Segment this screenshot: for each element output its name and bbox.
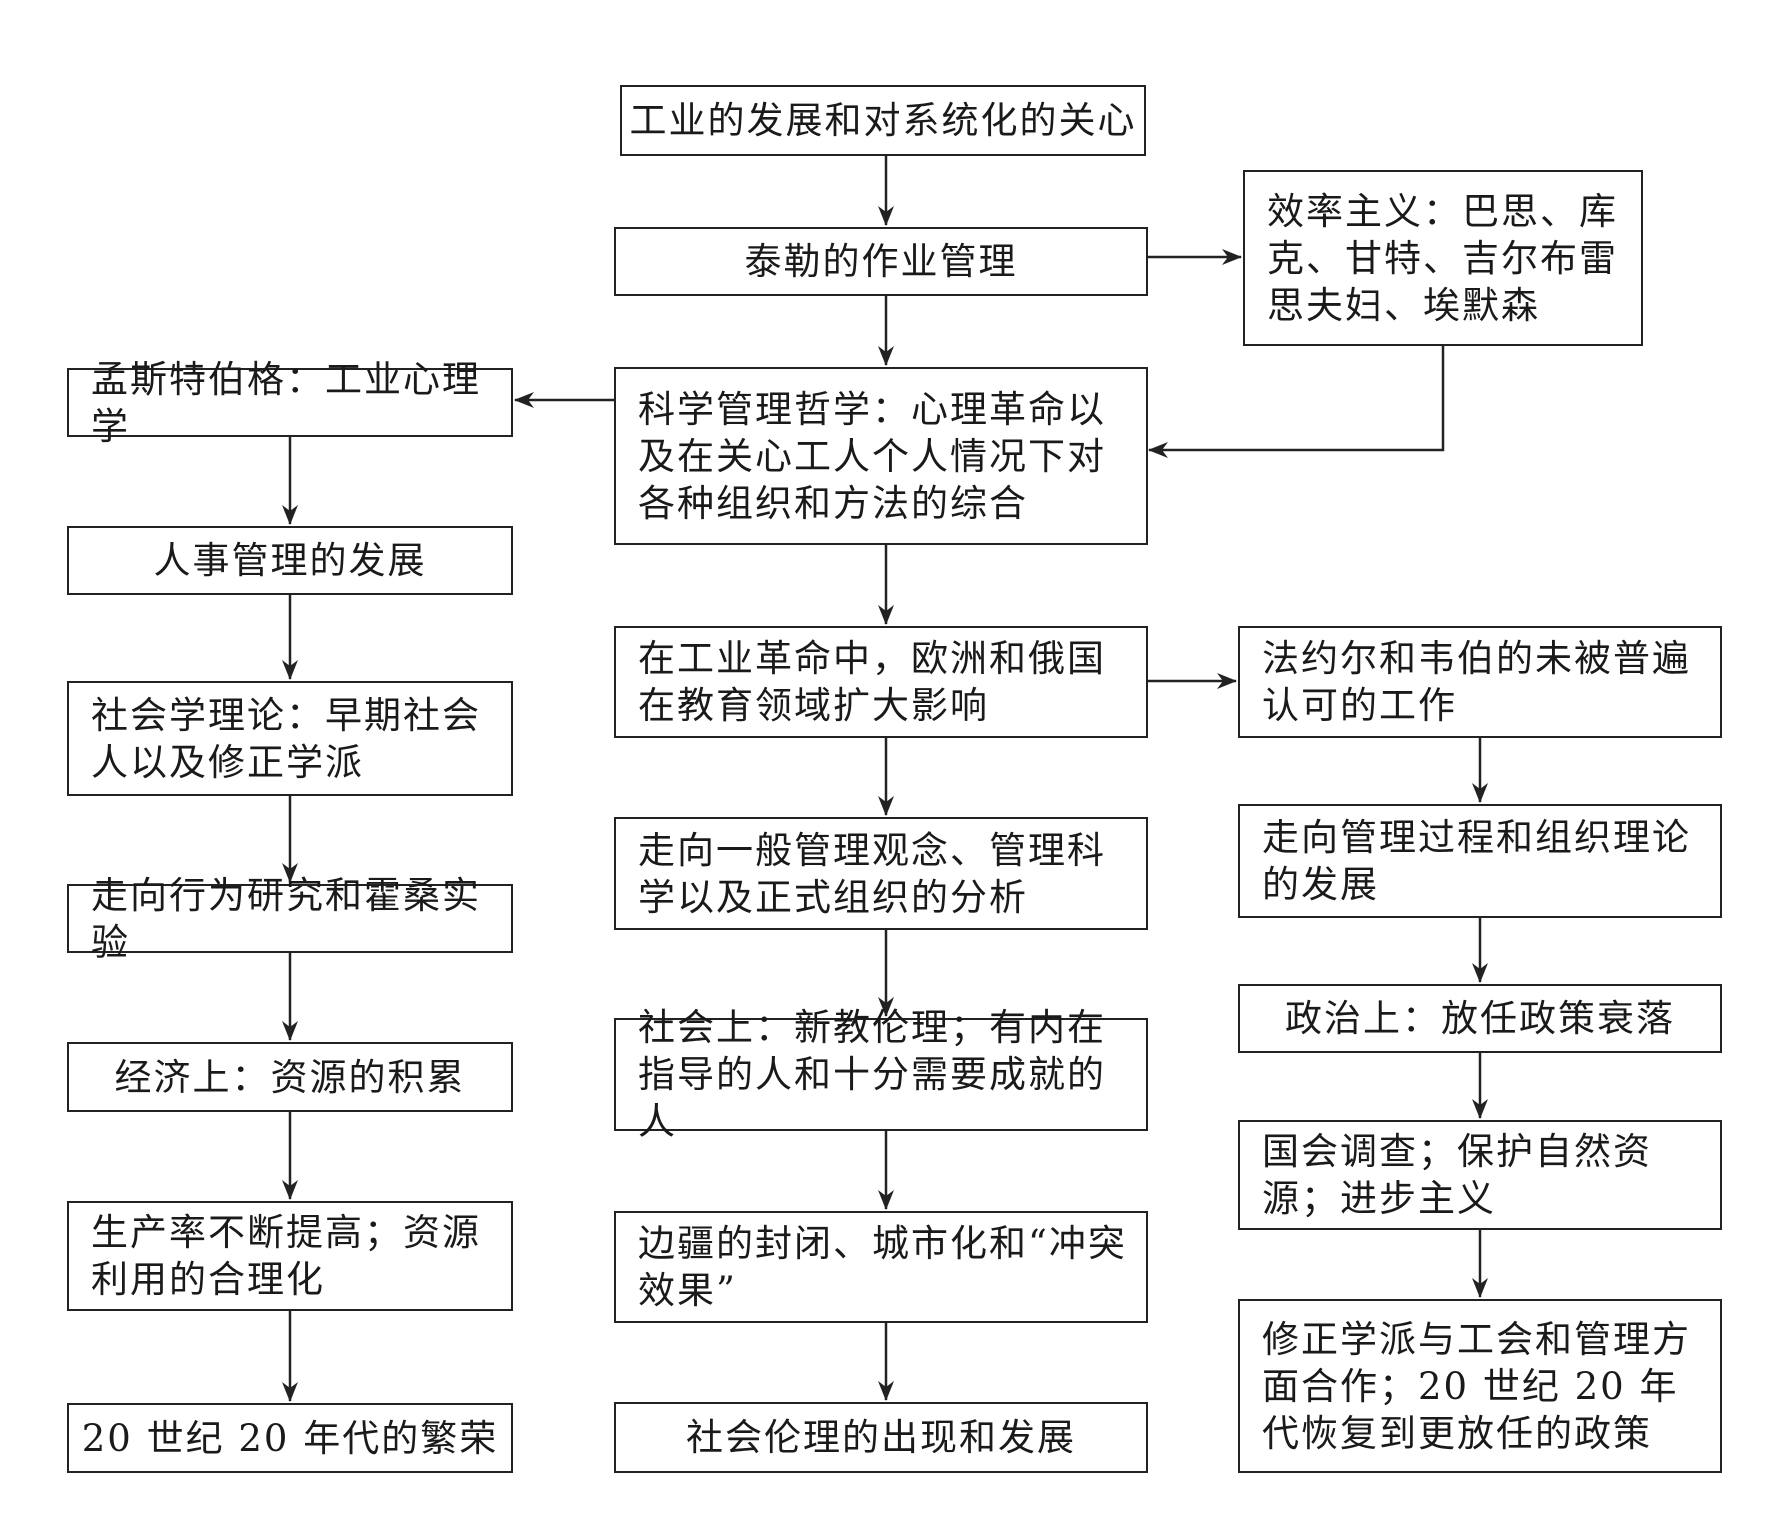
node-sociology-theory: 社会学理论：早期社会人以及修正学派 xyxy=(67,681,513,796)
node-behavior-hawthorne: 走向行为研究和霍桑实验 xyxy=(67,874,513,964)
node-text: 走向行为研究和霍桑实验 xyxy=(91,873,481,964)
node-social-ethics: 社会伦理的出现和发展 xyxy=(614,1402,1148,1473)
node-text: 经济上：资源的积累 xyxy=(114,1055,466,1099)
node-fayol-weber: 法约尔和韦伯的未被普遍认可的工作 xyxy=(1238,626,1722,738)
node-text: 效率主义：巴思、库克、甘特、吉尔布雷思夫妇、埃默森 xyxy=(1267,189,1618,327)
node-management-process: 走向管理过程和组织理论的发展 xyxy=(1238,804,1722,918)
node-economy-resources: 经济上：资源的积累 xyxy=(67,1042,513,1112)
node-frontier-urbanization: 边疆的封闭、城市化和“冲突效果” xyxy=(614,1211,1148,1323)
node-personnel-management: 人事管理的发展 xyxy=(67,526,513,595)
node-text: 走向管理过程和组织理论的发展 xyxy=(1262,816,1691,906)
node-text: 工业的发展和对系统化的关心 xyxy=(629,99,1137,142)
node-text: 社会学理论：早期社会人以及修正学派 xyxy=(91,693,481,784)
node-munsterberg: 孟斯特伯格：工业心理学 xyxy=(67,358,513,448)
node-text: 国会调查；保护自然资源；进步主义 xyxy=(1262,1130,1652,1220)
node-text: 边疆的封闭、城市化和“冲突效果” xyxy=(638,1222,1127,1312)
node-taylor-management: 泰勒的作业管理 xyxy=(614,227,1148,296)
node-politics-laissez-faire: 政治上：放任政策衰落 xyxy=(1238,984,1722,1053)
node-text: 修正学派与工会和管理方面合作；20 世纪 20 年代恢复到更放任的政策 xyxy=(1262,1317,1691,1455)
arrow-efficiency-to-philosophy xyxy=(1148,346,1445,458)
node-text: 政治上：放任政策衰落 xyxy=(1285,997,1675,1040)
node-text: 20 世纪 20 年代的繁荣 xyxy=(81,1416,499,1460)
node-text: 生产率不断提高；资源利用的合理化 xyxy=(91,1211,481,1301)
node-text: 社会伦理的出现和发展 xyxy=(686,1416,1076,1459)
node-text: 孟斯特伯格：工业心理学 xyxy=(91,357,481,448)
node-text: 在工业革命中，欧洲和俄国在教育领域扩大影响 xyxy=(638,637,1106,727)
node-text: 社会上：新教伦理；有内在指导的人和十分需要成就的人 xyxy=(638,1006,1106,1143)
node-text: 走向一般管理观念、管理科学以及正式组织的分析 xyxy=(638,828,1106,919)
node-scientific-management-philosophy: 科学管理哲学：心理革命以及在关心工人个人情况下对各种组织和方法的综合 xyxy=(614,367,1148,545)
node-revisionist-cooperation: 修正学派与工会和管理方面合作；20 世纪 20 年代恢复到更放任的政策 xyxy=(1238,1299,1722,1473)
node-text: 法约尔和韦伯的未被普遍认可的工作 xyxy=(1262,637,1691,727)
node-industry-development: 工业的发展和对系统化的关心 xyxy=(620,85,1146,156)
node-general-management: 走向一般管理观念、管理科学以及正式组织的分析 xyxy=(614,817,1148,930)
node-efficiency-movement: 效率主义：巴思、库克、甘特、吉尔布雷思夫妇、埃默森 xyxy=(1243,170,1643,346)
node-social-ethic: 社会上：新教伦理；有内在指导的人和十分需要成就的人 xyxy=(614,1006,1148,1143)
node-productivity: 生产率不断提高；资源利用的合理化 xyxy=(67,1201,513,1311)
node-1920s-prosperity: 20 世纪 20 年代的繁荣 xyxy=(67,1403,513,1473)
node-congress-investigation: 国会调查；保护自然资源；进步主义 xyxy=(1238,1120,1722,1230)
node-europe-russia-education: 在工业革命中，欧洲和俄国在教育领域扩大影响 xyxy=(614,626,1148,738)
node-text: 泰勒的作业管理 xyxy=(744,240,1018,283)
node-text: 科学管理哲学：心理革命以及在关心工人个人情况下对各种组织和方法的综合 xyxy=(638,387,1106,525)
node-text: 人事管理的发展 xyxy=(153,539,427,582)
